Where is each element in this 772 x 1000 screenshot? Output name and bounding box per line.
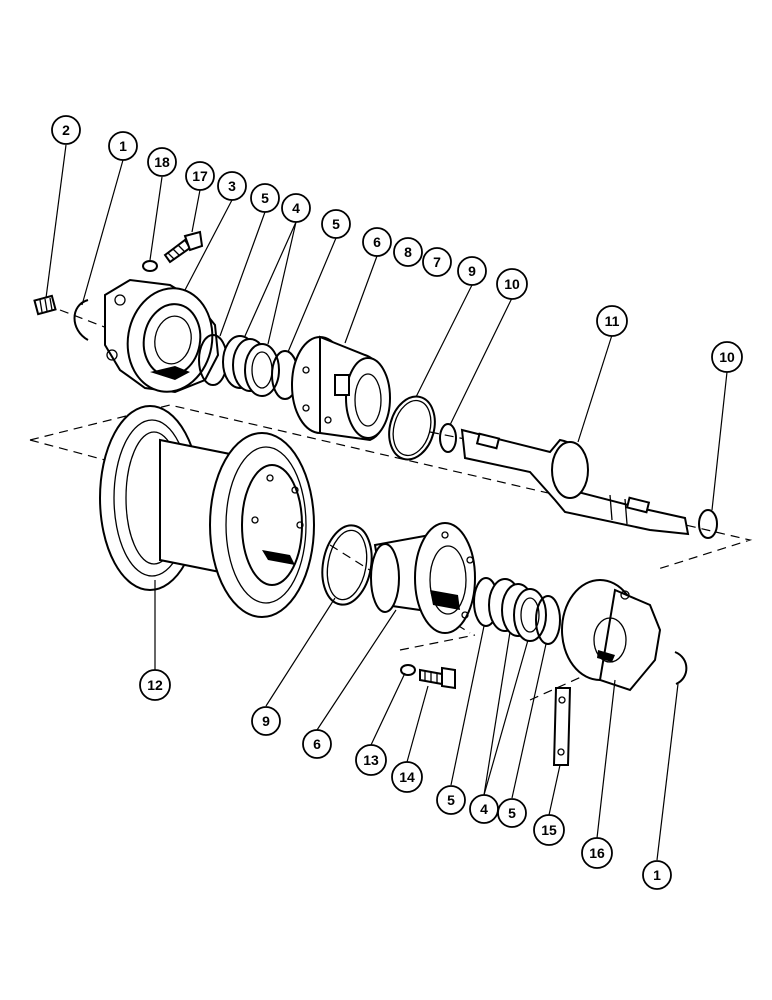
callout-13-label: 13 [363,752,379,768]
callout-2: 2 [51,115,81,145]
callout-16: 16 [581,837,613,869]
callout-14-label: 14 [399,769,415,785]
callout-10-right: 10 [711,341,743,373]
o-ring-part-9-upper [388,395,436,461]
callout-8: 8 [393,237,423,267]
roller-part-12 [99,405,315,618]
callout-10-left-label: 10 [504,276,520,292]
callout-5-lower-right: 5 [497,798,527,828]
callout-1-upper-label: 1 [119,138,127,154]
set-screw-part-2 [33,294,57,316]
callout-4-lower-label: 4 [480,801,488,817]
bolt-part-17 [163,230,204,264]
end-collar-part-16 [561,579,662,692]
callout-1-lower: 1 [642,860,672,890]
snap-ring-part-1-upper [73,299,89,341]
callout-18: 18 [147,147,177,177]
callout-4-upper-label: 4 [292,200,300,216]
callout-12-label: 12 [147,677,163,693]
callout-5-upper-left-label: 5 [261,190,269,206]
callout-9-lower: 9 [251,706,281,736]
callout-18-label: 18 [154,154,170,170]
callout-6-lower-label: 6 [313,736,321,752]
bearing-housing-part-6-lower [370,522,476,634]
bearing-housing-part-6-upper [291,335,391,442]
callout-3: 3 [217,171,247,201]
callout-16-label: 16 [589,845,605,861]
seal-set-part-4-lower [488,578,547,642]
callout-15: 15 [533,814,565,846]
lockwasher-part-18 [142,260,158,272]
callout-6-lower: 6 [302,729,332,759]
lockwasher-part-13 [400,664,416,676]
seal-ring-part-5-lower-right [535,595,561,645]
callout-5-upper-left: 5 [250,183,280,213]
callout-6-upper-label: 6 [373,234,381,250]
leader-lines [45,144,728,861]
shaft-part-11 [460,428,690,536]
callout-5-upper-right: 5 [321,209,351,239]
callout-5-lower-right-label: 5 [508,805,516,821]
callout-4-upper: 4 [281,193,311,223]
callout-10-left: 10 [496,268,528,300]
callout-5-upper-right-label: 5 [332,216,340,232]
seal-set-part-4-upper [222,335,280,397]
callout-1-upper: 1 [108,131,138,161]
callout-2-label: 2 [62,122,70,138]
callout-10-right-label: 10 [719,349,735,365]
end-collar-part-3 [104,278,220,394]
callout-4-lower: 4 [469,794,499,824]
callout-1-lower-label: 1 [653,867,661,883]
callout-9-lower-label: 9 [262,713,270,729]
callout-14: 14 [391,761,423,793]
callout-17: 17 [185,161,215,191]
thrust-washer-part-10-left [439,423,457,453]
callout-12: 12 [139,669,171,701]
lock-plate-part-15 [552,687,572,766]
thrust-washer-part-10-right [698,509,718,539]
bolt-part-14 [419,666,456,690]
callout-17-label: 17 [192,168,208,184]
callout-6-upper: 6 [362,227,392,257]
callout-3-label: 3 [228,178,236,194]
callout-13: 13 [355,744,387,776]
callout-9-upper: 9 [457,256,487,286]
o-ring-part-9-lower [321,524,373,606]
callout-7-label: 7 [433,254,441,270]
callout-5-lower-left-label: 5 [447,792,455,808]
callout-8-label: 8 [404,244,412,260]
snap-ring-part-1-lower [674,651,688,685]
callout-15-label: 15 [541,822,557,838]
callout-11: 11 [596,305,628,337]
callout-7: 7 [422,247,452,277]
callout-5-lower-left: 5 [436,785,466,815]
callout-9-upper-label: 9 [468,263,476,279]
callout-11-label: 11 [605,313,620,329]
